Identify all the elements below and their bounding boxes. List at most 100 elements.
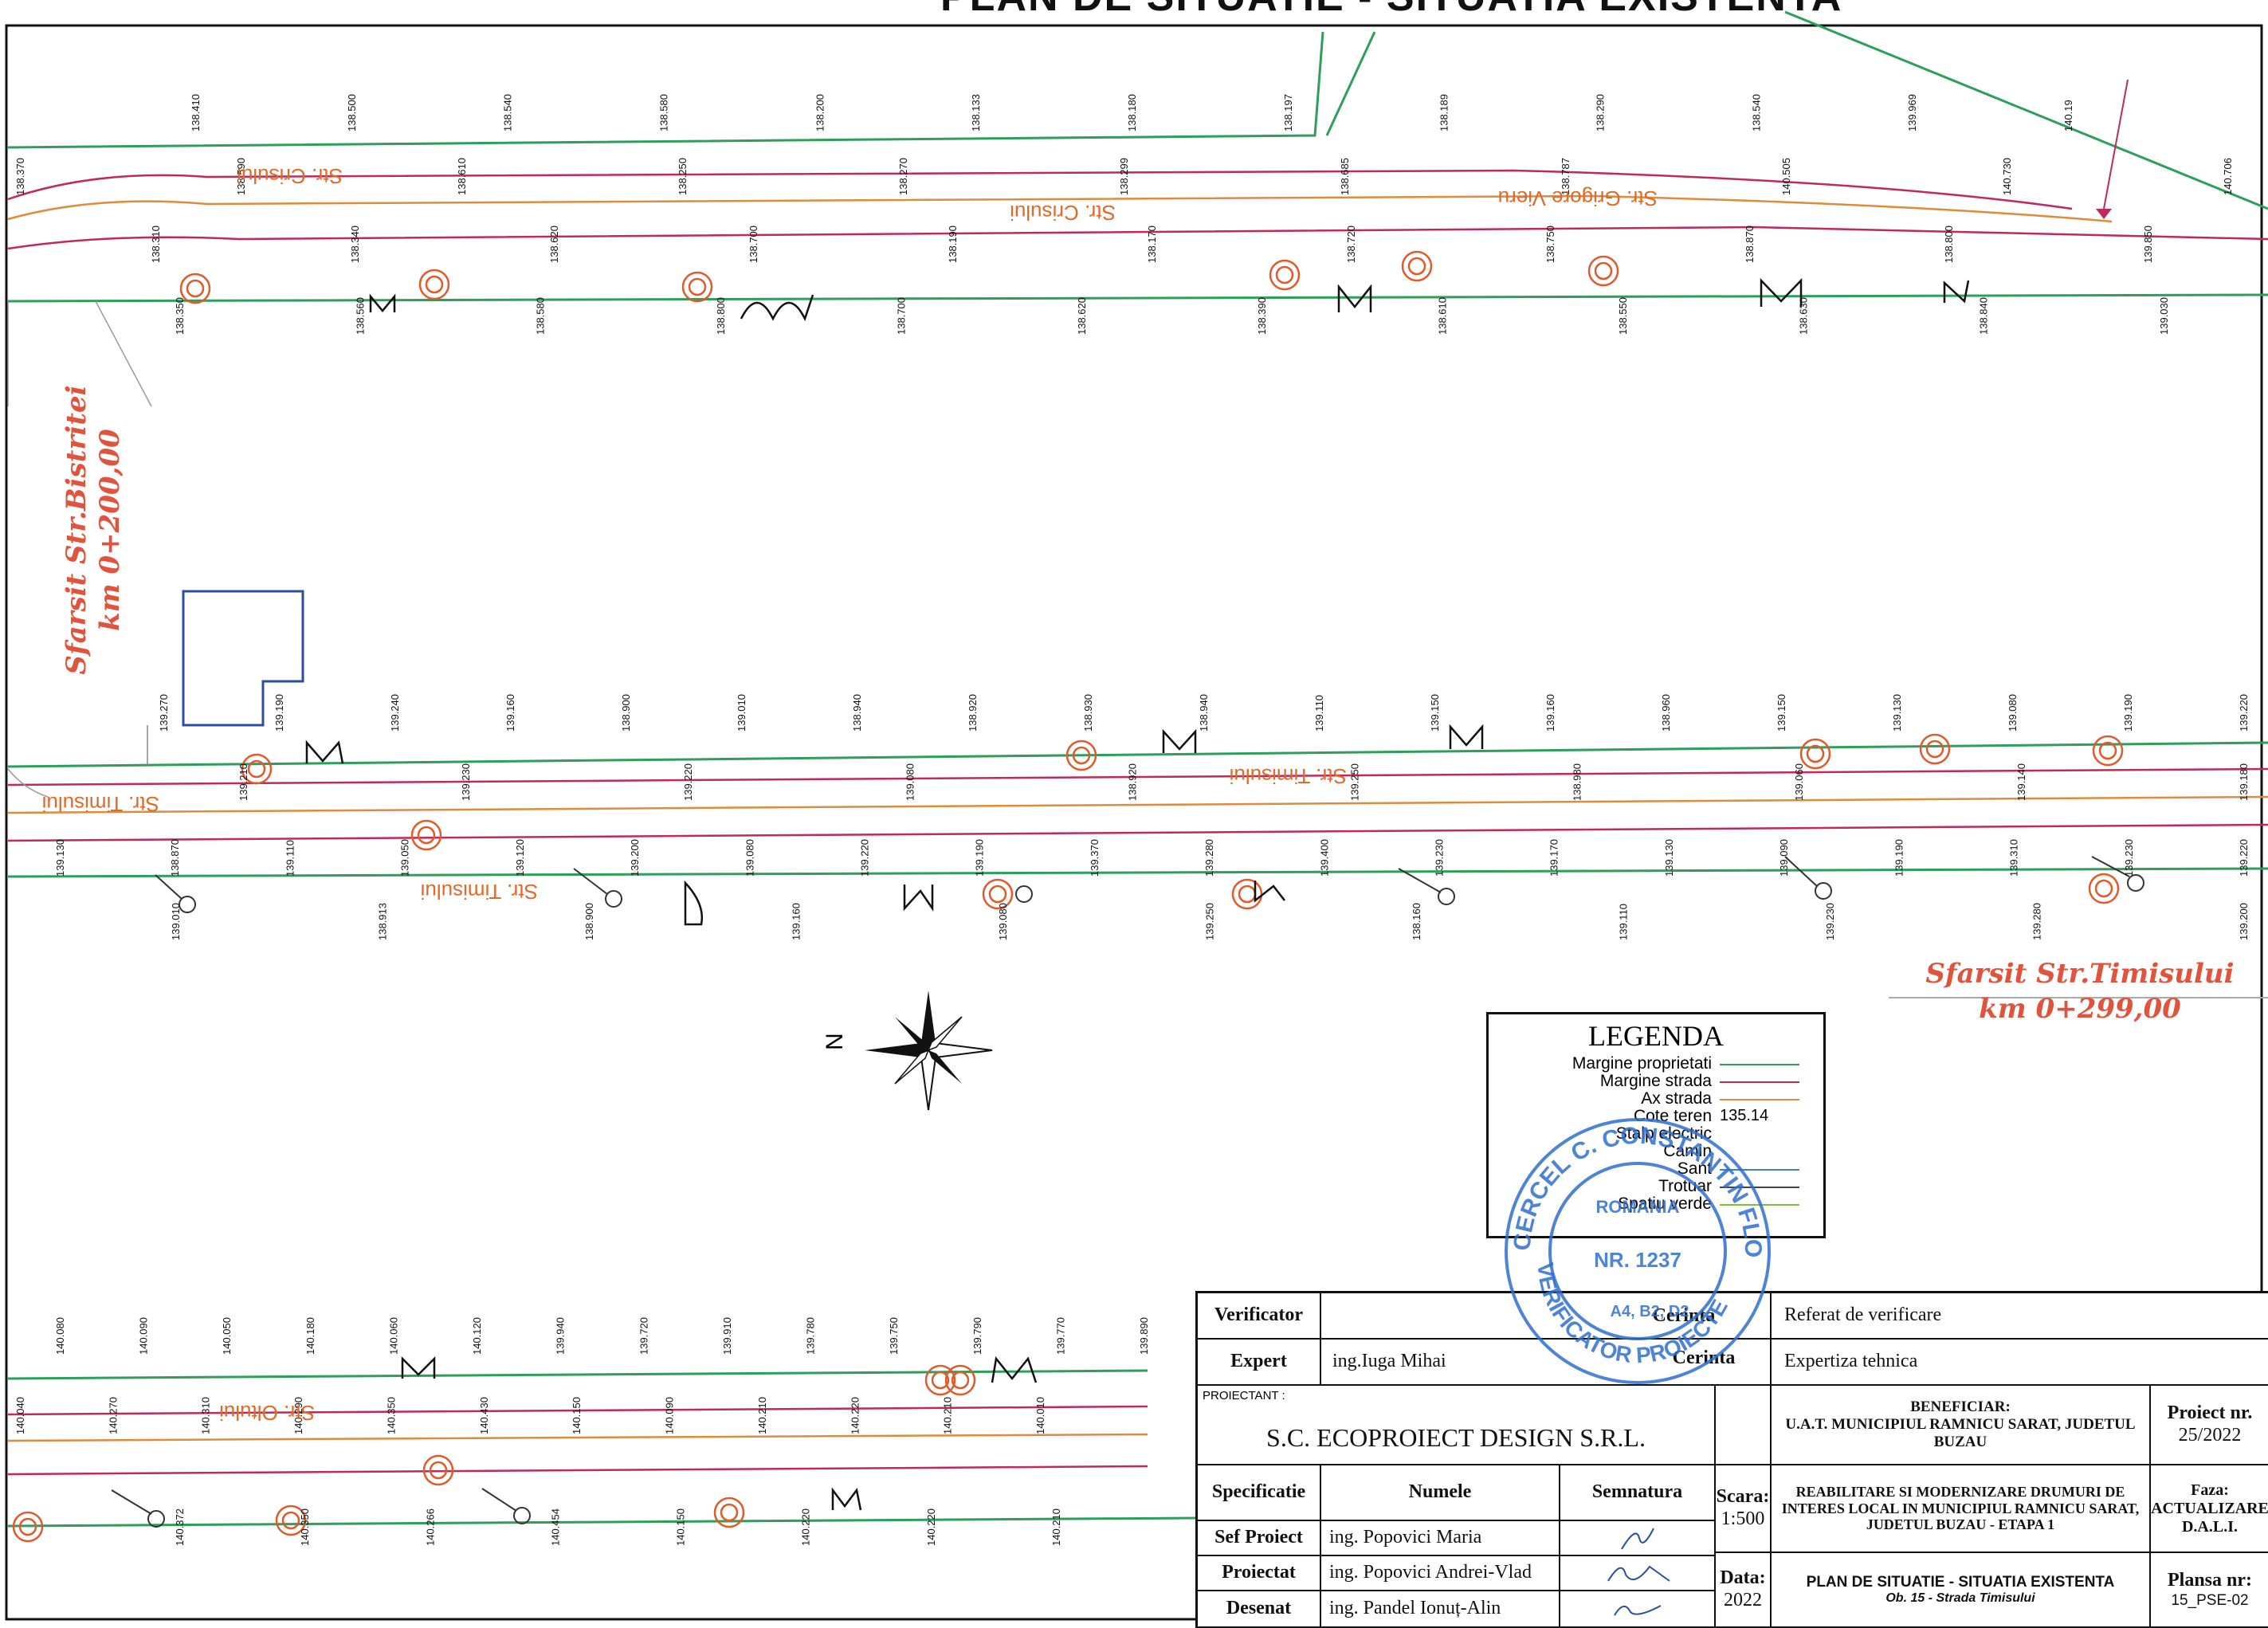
bistritei-end-label: Sfarsit Str.Bistritei km 0+200,00 [60,371,131,689]
elevation-label: 138.787 [1560,158,1572,195]
elevation-label: 140.220 [849,1397,861,1434]
elevation-label: 139.010 [170,903,182,940]
legend-item: Margine strada [1599,1072,1712,1090]
expert-label: Expert [1198,1340,1321,1386]
pole [931,1371,950,1390]
elevation-label: 138.685 [1339,158,1351,195]
elevation-label: 139.720 [638,1317,649,1355]
elevation-label: 140.180 [304,1317,316,1355]
drawing-title: PLAN DE SITUATIE - SITUATIA EXISTENTA [940,0,1842,21]
expert-cerinta-value: Expertiza tehnica [1772,1340,2268,1386]
access-symbol [1254,881,1285,903]
elevation-label: 139.110 [1618,904,1630,940]
legend-item: Spatiu verde [1618,1195,1712,1213]
access-symbol [1943,280,1970,304]
pole [1401,250,1433,282]
elevation-label: 139.210 [237,763,249,801]
pole [1594,261,1613,280]
elevation-label: 139.190 [273,694,285,732]
pole [1799,738,1831,770]
access-symbol [831,1487,862,1511]
elevation-label: 139.850 [2142,226,2154,263]
property-line-upper-top [7,31,1324,149]
verificator-cerinta-value: Referat de verificare [1772,1293,2268,1340]
elevation-label: 138.590 [235,158,247,195]
verificator-label: Verificator [1198,1293,1321,1340]
expert-name: ing.Iuga Mihai [1321,1340,1772,1386]
elevation-label: 139.190 [2122,694,2134,732]
street-edge-upper-top [7,169,2073,210]
manhole [1015,885,1033,903]
property-line-diagonal [1325,31,1376,136]
elevation-label: 138.610 [1437,297,1449,335]
elevation-label: 138.299 [1118,158,1130,195]
elevation-label: 139.130 [54,839,66,877]
elevation-label: 139.910 [721,1317,733,1355]
proiect-nr-label: Proiect nr. [2167,1402,2253,1424]
street-axis-low [7,1433,1148,1442]
elevation-label: 140.050 [221,1317,233,1355]
elevation-label: 139.270 [158,694,170,732]
elevation-label: 138.900 [583,903,595,940]
pole [417,826,436,845]
access-symbol [903,885,934,912]
pole [429,1461,448,1480]
elevation-label: 139.280 [1203,839,1215,877]
legend-sample-elevation: 135.14 [1720,1107,1769,1124]
street-axis-upper [7,194,2113,223]
north-label: N [822,1033,848,1050]
upper-street [7,10,2268,407]
elevation-label: 139.080 [997,903,1009,940]
pole [988,885,1007,904]
legend-swatch [1720,1064,1799,1065]
faza-value: ACTUALIZARE D.A.L.I. [2151,1499,2268,1536]
property-line-upper-bottom [7,293,2268,303]
bistritei-street-edge [7,300,152,407]
pointer-line [2103,79,2129,210]
elevation-label: 138.620 [1076,297,1088,335]
elevation-label: 139.220 [2238,694,2250,732]
elevation-label: 140.266 [424,1508,436,1546]
legend-item: Margine proprietati [1572,1054,1712,1073]
elevation-label: 138.720 [1345,226,1357,263]
electric-poles [12,250,2124,1543]
proiectat-name: ing. Popovici Andrei-Vlad [1321,1556,1560,1591]
access-symbol [305,739,344,764]
timisului-end-title: Sfarsit Str.Timisului [1925,958,2235,990]
elevation-label: 140.150 [675,1508,687,1546]
elevation-label: 138.390 [1256,297,1268,335]
pole [924,1364,956,1396]
property-line-low-top [7,1369,1148,1380]
access-symbol [740,294,814,322]
street-name-timisului-lower: Str. Timisului [421,880,538,904]
stamp-number: NR. 1237 [1594,1248,1681,1272]
elevation-label: 138.250 [677,158,689,195]
elevation-label: 140.120 [471,1317,483,1355]
legend-swatch [1720,1169,1799,1171]
elevation-label: 138.370 [14,158,26,195]
manhole [2127,874,2144,892]
elevation-label: 138.870 [1744,226,1756,263]
bistritei-end-title: Sfarsit Str.Bistritei [61,385,92,675]
elevation-label: 139.130 [1891,694,1903,732]
faza-cell: Faza: ACTUALIZARE D.A.L.I. [2151,1465,2268,1553]
access-symbol [1337,284,1372,312]
elevation-label: 139.230 [1434,839,1446,877]
desenat-signature [1560,1591,1716,1628]
street-name-timisului-left: Str. Timisului [42,792,159,816]
street-name-grigore-vieru: Str. Grigore Vieru [1498,186,1658,210]
pole [1269,259,1301,291]
elevation-label: 140.040 [14,1397,26,1434]
elevation-label: 140.210 [942,1397,954,1434]
elevation-label: 138.410 [190,94,202,131]
stamp-country: ROMANIA [1595,1197,1679,1217]
elevation-label: 139.310 [2008,839,2020,877]
faza-label: Faza: [2191,1481,2229,1499]
sef-proiect-signature [1560,1521,1716,1556]
legend-swatch [1720,1187,1799,1188]
timisului-end-label: Sfarsit Str.Timisului km 0+299,00 [1909,956,2251,1026]
access-symbol [401,1355,436,1379]
elevation-label: 139.230 [2123,839,2135,877]
pole [247,759,266,779]
elevation-label: 139.110 [284,840,296,877]
